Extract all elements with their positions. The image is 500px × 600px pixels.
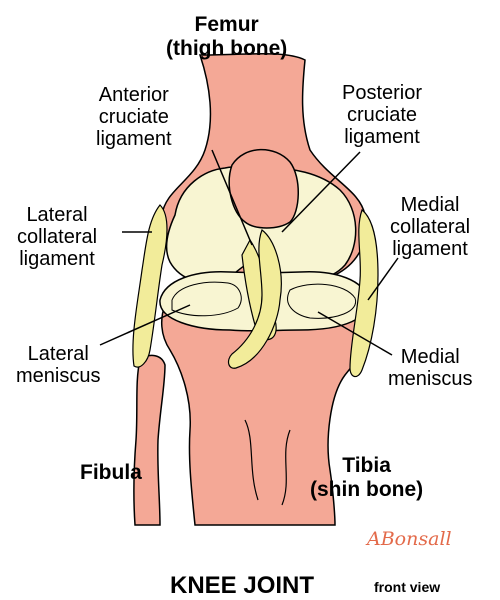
label-lcl-line1: Lateral <box>17 204 97 226</box>
label-tibia-line1: Tibia <box>310 454 423 478</box>
label-mcl-line2: collateral <box>390 216 470 238</box>
label-lcl: Lateral collateral ligament <box>17 204 97 270</box>
label-pcl-line3: ligament <box>342 126 422 148</box>
diagram-title: KNEE JOINT <box>170 572 314 600</box>
label-acl-line2: cruciate <box>96 106 172 128</box>
label-acl-line1: Anterior <box>96 84 172 106</box>
label-acl: Anterior cruciate ligament <box>96 84 172 150</box>
label-pcl: Posterior cruciate ligament <box>342 82 422 148</box>
label-lateral-meniscus: Lateral meniscus <box>16 343 100 387</box>
label-tibia: Tibia (shin bone) <box>310 454 423 502</box>
label-femur-line1: Femur <box>166 13 287 37</box>
label-acl-line3: ligament <box>96 128 172 150</box>
fibula-bone <box>134 355 165 525</box>
artist-signature: ABonsall <box>367 528 452 550</box>
label-tibia-line2: (shin bone) <box>310 478 423 502</box>
label-medial-meniscus: Medial meniscus <box>388 346 472 390</box>
lateral-collateral-ligament <box>133 205 167 367</box>
label-lcl-line3: ligament <box>17 248 97 270</box>
diagram-subtitle: front view <box>374 579 440 595</box>
label-femur-line2: (thigh bone) <box>166 37 287 61</box>
label-medial-meniscus-line1: Medial <box>388 346 472 368</box>
label-lateral-meniscus-line2: meniscus <box>16 365 100 387</box>
label-mcl-line1: Medial <box>390 194 470 216</box>
label-medial-meniscus-line2: meniscus <box>388 368 472 390</box>
label-pcl-line2: cruciate <box>342 104 422 126</box>
label-lcl-line2: collateral <box>17 226 97 248</box>
label-lateral-meniscus-line1: Lateral <box>16 343 100 365</box>
label-fibula: Fibula <box>80 462 142 484</box>
label-pcl-line1: Posterior <box>342 82 422 104</box>
label-mcl: Medial collateral ligament <box>390 194 470 260</box>
label-femur: Femur (thigh bone) <box>166 13 287 61</box>
label-mcl-line3: ligament <box>390 238 470 260</box>
